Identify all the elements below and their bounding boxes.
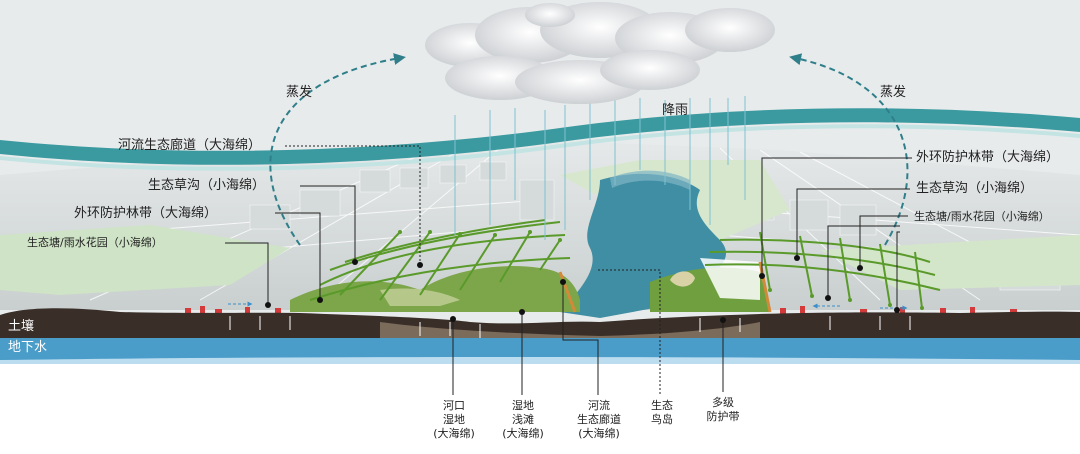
- groundwater-layer: [0, 338, 1080, 360]
- left-label-pond-rain-garden: 生态塘/雨水花园（小海绵）: [27, 236, 163, 249]
- rainfall-lines: [454, 96, 746, 240]
- right-label-ecological-swale: 生态草沟（小海绵）: [916, 181, 1034, 196]
- evaporation-label-right: 蒸发: [880, 85, 907, 100]
- river-ecological-band: [0, 108, 1080, 165]
- left-callout-dots: [265, 259, 423, 308]
- bottom-label-bird-island: 生态鸟岛: [651, 399, 673, 426]
- bottom-callout-lines: [452, 269, 724, 395]
- right-riverside-building: [700, 258, 760, 300]
- bottom-callout-dots: [450, 279, 726, 323]
- rainfall-label: 降雨: [662, 103, 689, 118]
- left-green-field: [0, 225, 290, 295]
- right-label-pond-rain-garden: 生态塘/雨水花园（小海绵）: [914, 210, 1050, 223]
- soil-layer: [0, 308, 1080, 342]
- left-riverbank-vegetation: [290, 266, 580, 312]
- bottom-label-river-corridor: 河流生态廊道(大海绵): [577, 399, 621, 440]
- right-label-protective-forest: 外环防护林带（大海绵）: [916, 150, 1060, 165]
- left-label-river-corridor: 河流生态廊道（大海绵）: [118, 138, 262, 153]
- left-network-nodes: [398, 230, 562, 242]
- left-protective-belt-line: [558, 271, 577, 313]
- left-label-ecological-swale: 生态草沟（小海绵）: [148, 178, 266, 193]
- bottom-label-wetland-shoal: 湿地浅滩(大海绵): [502, 399, 544, 440]
- groundwater-label: 地下水: [8, 340, 48, 355]
- infiltration-arrows: [229, 316, 911, 338]
- river-band-highlight: [0, 124, 1080, 171]
- ecological-bird-island: [670, 271, 695, 287]
- left-wetland-shoal: [380, 288, 460, 306]
- runoff-arrows: [228, 301, 908, 311]
- bottom-label-multilevel-belt: 多级防护带: [706, 396, 740, 423]
- bottom-label-estuary-wetland: 河口湿地(大海绵): [433, 399, 475, 440]
- left-callout-lines: [225, 145, 421, 305]
- evaporation-arc-right: [789, 53, 909, 246]
- right-network-nodes: [768, 288, 924, 310]
- rain-cloud: [425, 2, 775, 104]
- soil-label: 土壤: [8, 319, 35, 334]
- water-highlight: [610, 170, 690, 190]
- evaporation-label-left: 蒸发: [286, 85, 313, 100]
- right-callout-dots: [759, 255, 900, 313]
- groundwater-edge: [0, 357, 1080, 364]
- surface-buildings: [185, 306, 1017, 314]
- evaporation-arc-left: [269, 53, 406, 246]
- right-callout-lines: [761, 157, 912, 310]
- left-label-protective-forest: 外环防护林带（大海绵）: [74, 206, 218, 221]
- riverbed-sediment: [380, 322, 760, 342]
